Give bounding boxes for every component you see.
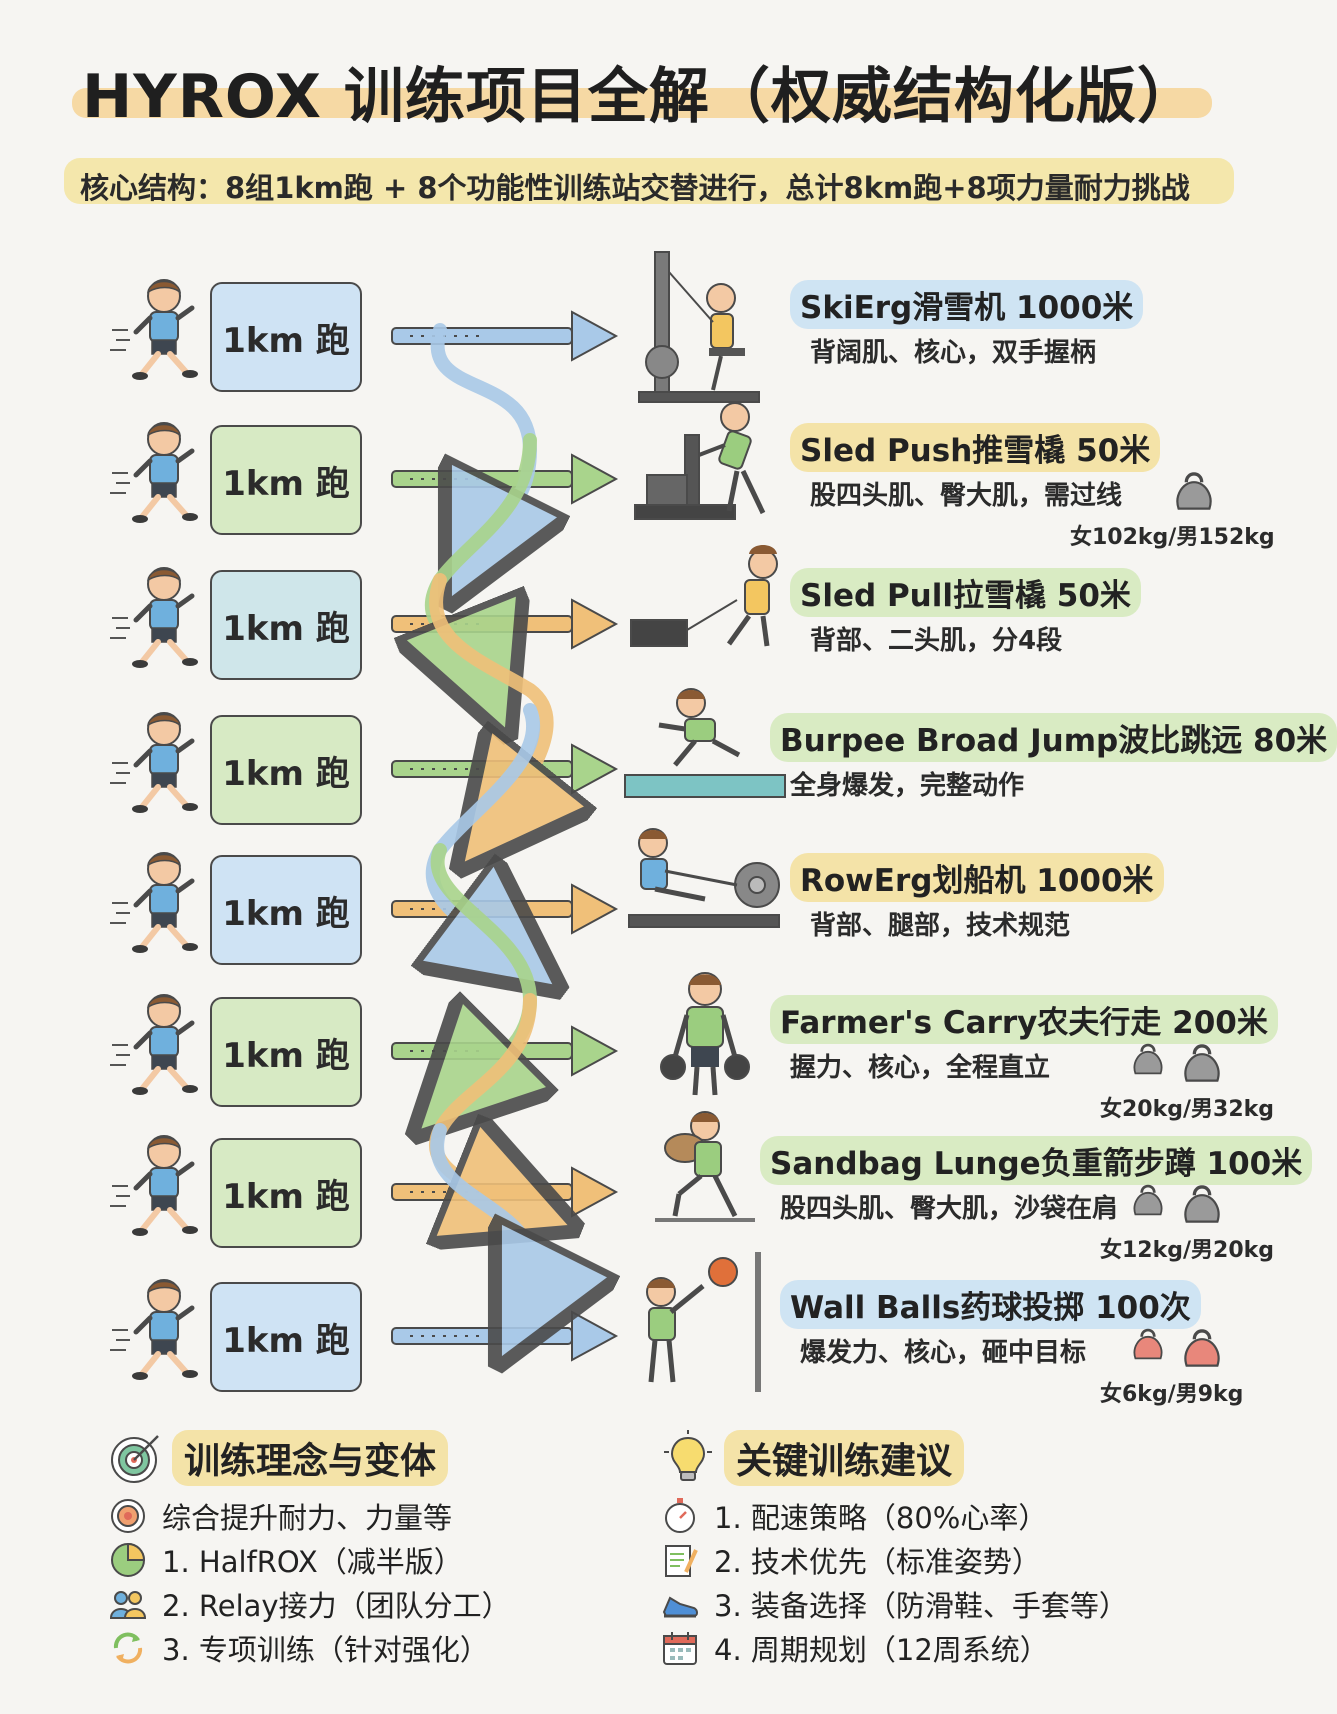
list-item: 2. Relay接力（团队分工） (108, 1584, 511, 1624)
station-name: Wall Balls药球投掷 100次 (780, 1280, 1201, 1329)
runner-icon (106, 1130, 216, 1244)
station-description: 股四头肌、臀大肌，需过线 (810, 481, 1123, 511)
list-item-text: 3. 专项训练（针对强化） (162, 1633, 489, 1667)
target-icon (111, 1435, 159, 1483)
station-name: Sled Push推雪橇 50米 (790, 423, 1161, 472)
curve-2 (432, 433, 537, 690)
runner-icon (106, 274, 216, 388)
station-description: 握力、核心，全程直立 (790, 1053, 1051, 1083)
list-item-text: 综合提升耐力、力量等 (162, 1501, 453, 1535)
list-item: 1. HalfROX（减半版） (108, 1540, 511, 1580)
list-item: 2. 技术优先（标准姿势） (660, 1540, 1128, 1580)
run-segment-box: 1km 跑 (210, 1138, 362, 1248)
farmers-carry-icon (625, 967, 795, 1121)
sled-push-icon (625, 395, 795, 549)
station-name: RowErg划船机 1000米 (790, 853, 1164, 902)
weight-requirement: 女20kg/男32kg (1100, 1097, 1275, 1122)
team-icon (109, 1591, 147, 1619)
wall-ball-icon (625, 1252, 795, 1406)
pie-chart-icon (111, 1542, 146, 1577)
station-description: 背部、腿部，技术规范 (810, 911, 1071, 941)
title-highlight (72, 88, 1212, 118)
subtitle-highlight (64, 158, 1234, 204)
list-item-text: 4. 周期规划（12周系统） (714, 1633, 1049, 1667)
list-item-text: 2. Relay接力（团队分工） (162, 1589, 511, 1623)
weight-requirement: 女102kg/男152kg (1070, 525, 1275, 550)
weight-requirement: 女12kg/男20kg (1100, 1238, 1275, 1263)
philosophy-title: 训练理念与变体 (172, 1430, 449, 1486)
page-title: HYROX 训练项目全解（权威结构化版） (82, 62, 1198, 132)
calendar-icon (663, 1632, 697, 1665)
philosophy-section: 训练理念与变体 综合提升耐力、力量等 1. HalfROX（减半版） 2. Rela… (108, 1430, 511, 1672)
curve-3 (429, 573, 547, 830)
runner-icon (106, 1274, 216, 1388)
run-segment-box: 1km 跑 (210, 282, 362, 392)
run-segment-box: 1km 跑 (210, 570, 362, 680)
rower-icon (625, 825, 795, 979)
list-item: 综合提升耐力、力量等 (108, 1496, 511, 1536)
list-item: 3. 专项训练（针对强化） (108, 1628, 511, 1668)
station-name: Sandbag Lunge负重箭步蹲 100米 (760, 1136, 1313, 1185)
list-item: 3. 装备选择（防滑鞋、手套等） (660, 1584, 1128, 1624)
list-item-text: 3. 装备选择（防滑鞋、手套等） (714, 1589, 1128, 1623)
sandbag-lunge-icon (625, 1108, 795, 1262)
station-description: 背部、二头肌，分4段 (810, 626, 1063, 656)
shoe-icon (662, 1596, 698, 1618)
target-icon (111, 1499, 145, 1533)
curve-5 (438, 843, 530, 1100)
kettlebell-icon (1172, 469, 1216, 513)
weight-requirement: 女6kg/男9kg (1100, 1382, 1244, 1407)
runner-icon (106, 707, 216, 821)
list-item-text: 1. HalfROX（减半版） (162, 1545, 463, 1579)
kettlebell-icon (1130, 1041, 1224, 1085)
advice-title: 关键训练建议 (724, 1430, 965, 1486)
station-name: SkiErg滑雪机 1000米 (790, 280, 1144, 329)
lightbulb-icon (664, 1430, 712, 1481)
burpee-icon (624, 685, 795, 839)
runner-icon (106, 989, 216, 1103)
run-segment-box: 1km 跑 (210, 855, 362, 965)
station-description: 爆发力、核心，砸中目标 (800, 1338, 1087, 1368)
page-subtitle: 核心结构：8组1km跑 + 8个功能性训练站交替进行，总计8km跑+8项力量耐力… (80, 171, 1190, 205)
notepad-icon (665, 1545, 698, 1577)
skierg-icon (625, 251, 795, 406)
list-item-text: 2. 技术优先（标准姿势） (714, 1545, 1041, 1579)
list-item: 1. 配速策略（80%心率） (660, 1496, 1128, 1536)
winding-connector (380, 323, 620, 1350)
runner-icon (106, 562, 216, 676)
station-name: Sled Pull拉雪橇 50米 (790, 568, 1141, 617)
runner-icon (106, 847, 216, 961)
curve-7 (430, 1123, 534, 1320)
run-segment-box: 1km 跑 (210, 715, 362, 825)
kettlebell-icon (1130, 1182, 1224, 1226)
advice-section: 关键训练建议 1. 配速策略（80%心率） 2. 技术优先（标准姿势） 3. 装备选… (660, 1430, 1128, 1672)
station-name: Farmer's Carry农夫行走 200米 (770, 995, 1278, 1044)
kettlebell-icon (1130, 1326, 1224, 1370)
station-name: Burpee Broad Jump波比跳远 80米 (770, 713, 1337, 762)
run-segment-box: 1km 跑 (210, 425, 362, 535)
station-description: 股四头肌、臀大肌，沙袋在肩 (780, 1194, 1119, 1224)
stopwatch-icon (665, 1498, 695, 1533)
run-segment-box: 1km 跑 (210, 1282, 362, 1392)
station-description: 全身爆发，完整动作 (790, 771, 1025, 801)
station-description: 背阔肌、核心，双手握柄 (810, 338, 1097, 368)
run-segment-box: 1km 跑 (210, 997, 362, 1107)
list-item-text: 1. 配速策略（80%心率） (714, 1501, 1048, 1535)
refresh-icon (113, 1632, 143, 1664)
runner-icon (106, 417, 216, 531)
sled-pull-icon (625, 540, 795, 694)
list-item: 4. 周期规划（12周系统） (660, 1628, 1128, 1668)
